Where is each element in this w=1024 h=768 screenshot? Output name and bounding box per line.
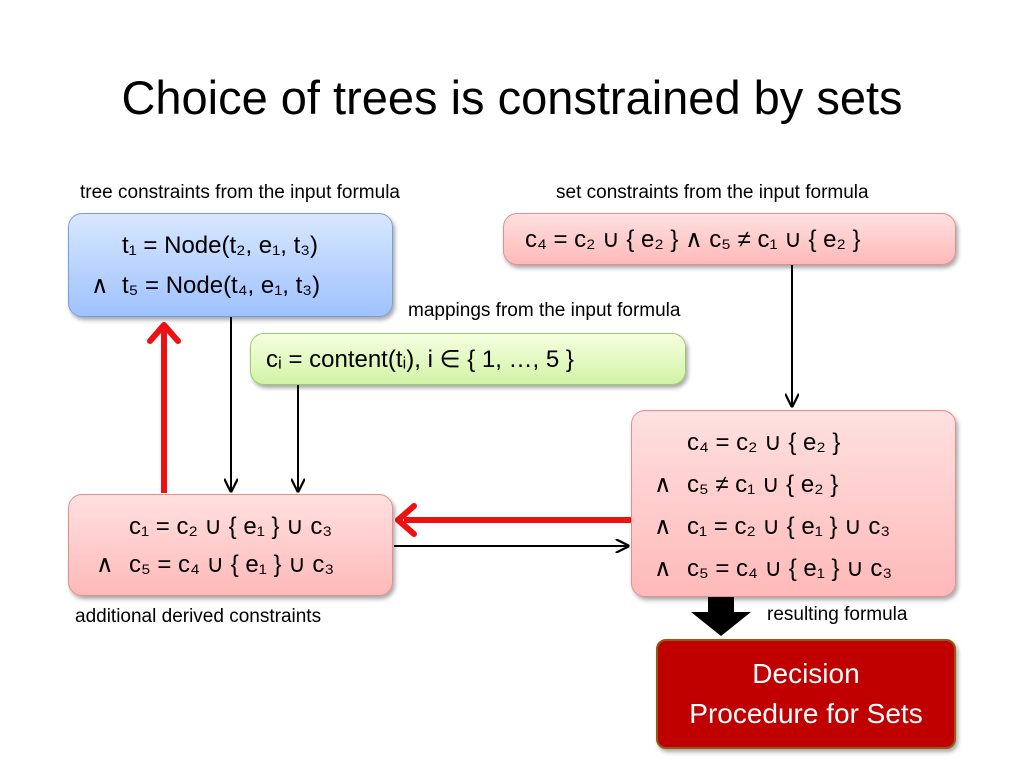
red-arrowhead-left (395, 503, 417, 537)
and-operator: ∧ (654, 555, 672, 582)
resulting-formula-label: resulting formula (767, 604, 908, 625)
set-constraints-label: set constraints from the input formula (556, 182, 869, 203)
set-constraint-1: c₄ = c₂ ∪ { e₂ } ∧ c₅ ≠ c₁ ∪ { e₂ } (525, 226, 861, 253)
red-arrowhead-up (147, 322, 181, 344)
tree-constraint-2: t₅ = Node(t₄, e₁, t₃) (122, 272, 321, 299)
and-operator: ∧ (654, 471, 672, 498)
and-operator: ∧ (654, 513, 672, 540)
decision-procedure-box: Decision Procedure for Sets (656, 639, 956, 749)
tree-constraints-label: tree constraints from the input formula (80, 182, 400, 203)
result-constraint-1: c₄ = c₂ ∪ { e₂ } (687, 429, 841, 456)
decision-procedure-line-2: Procedure for Sets (689, 698, 923, 729)
tree-constraint-1: t₁ = Node(t₂, e₁, t₃) (122, 232, 319, 259)
mappings-box: cᵢ = content(tᵢ), i ∈ { 1, …, 5 } (250, 333, 686, 385)
result-constraint-4: c₅ = c₄ ∪ { e₁ } ∪ c₃ (687, 555, 893, 582)
derived-constraints-box: c₁ = c₂ ∪ { e₁ } ∪ c₃ ∧ c₅ = c₄ ∪ { e₁ }… (68, 494, 393, 596)
mapping-formula: cᵢ = content(tᵢ), i ∈ { 1, …, 5 } (266, 346, 574, 373)
result-to-decision-block-arrow (691, 597, 751, 636)
mappings-label: mappings from the input formula (408, 300, 681, 321)
result-constraint-3: c₁ = c₂ ∪ { e₁ } ∪ c₃ (687, 513, 891, 540)
resulting-formula-box: c₄ = c₂ ∪ { e₂ } ∧ c₅ ≠ c₁ ∪ { e₂ } ∧ c₁… (631, 410, 956, 597)
slide-title: Choice of trees is constrained by sets (121, 71, 903, 124)
derived-constraints-label: additional derived constraints (75, 606, 322, 627)
and-operator: ∧ (96, 551, 114, 578)
decision-procedure-line-1: Decision (752, 658, 860, 689)
derived-constraint-1: c₁ = c₂ ∪ { e₁ } ∪ c₃ (129, 513, 333, 540)
derived-constraint-2: c₅ = c₄ ∪ { e₁ } ∪ c₃ (129, 551, 335, 578)
and-operator: ∧ (91, 272, 109, 299)
tree-constraints-box: t₁ = Node(t₂, e₁, t₃) ∧ t₅ = Node(t₄, e₁… (68, 213, 393, 317)
result-constraint-2: c₅ ≠ c₁ ∪ { e₂ } (687, 471, 839, 498)
set-constraints-box: c₄ = c₂ ∪ { e₂ } ∧ c₅ ≠ c₁ ∪ { e₂ } (503, 213, 956, 265)
